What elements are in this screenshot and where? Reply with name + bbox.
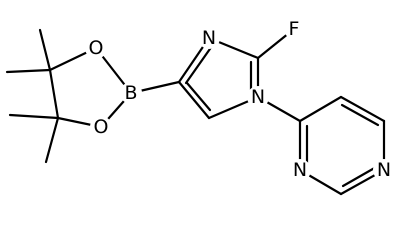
bond-pyr-c5-c6: [339, 95, 386, 123]
bond-methyl-3: [8, 113, 60, 120]
atom-n-imidazole-top: N: [198, 27, 220, 49]
atom-b: B: [120, 82, 142, 104]
atom-label-f: F: [289, 18, 300, 40]
bond-c-c-pinacol: [48, 68, 60, 120]
bond-c5-c4: [177, 80, 211, 120]
atom-label-n: N: [251, 86, 265, 108]
atom-label-n: N: [202, 27, 216, 49]
bond-c4-n3-double: [184, 44, 214, 85]
bonds: [5, 27, 386, 196]
atom-label-o: O: [89, 37, 104, 59]
atom-label-b: B: [124, 82, 137, 104]
atom-n-imidazole-1: N: [247, 86, 269, 108]
bond-methyl-1: [38, 28, 52, 72]
atom-f: F: [284, 18, 304, 40]
atom-o-top: O: [85, 37, 107, 59]
atom-label-o: O: [94, 116, 109, 138]
atom-n-pyrimidine-bottom: N: [289, 159, 311, 181]
atom-o-bottom: O: [90, 116, 112, 138]
bond-c5-c4-double: [185, 81, 212, 112]
atom-n-pyrimidine-right: N: [373, 159, 395, 181]
atom-labels: N F N B O O N N: [85, 18, 395, 181]
bond-pyr-c5-c6-double: [340, 103, 380, 127]
molecule-structure-diagram: N F N B O O N N: [5, 18, 395, 196]
bond-methyl-2: [5, 68, 52, 74]
bond-pyr-c4-c5: [298, 95, 343, 123]
atom-label-n: N: [377, 159, 391, 181]
bond-methyl-4: [44, 116, 60, 164]
atom-label-n: N: [293, 159, 307, 181]
bond-pyr-n1-c2-double: [341, 164, 380, 188]
